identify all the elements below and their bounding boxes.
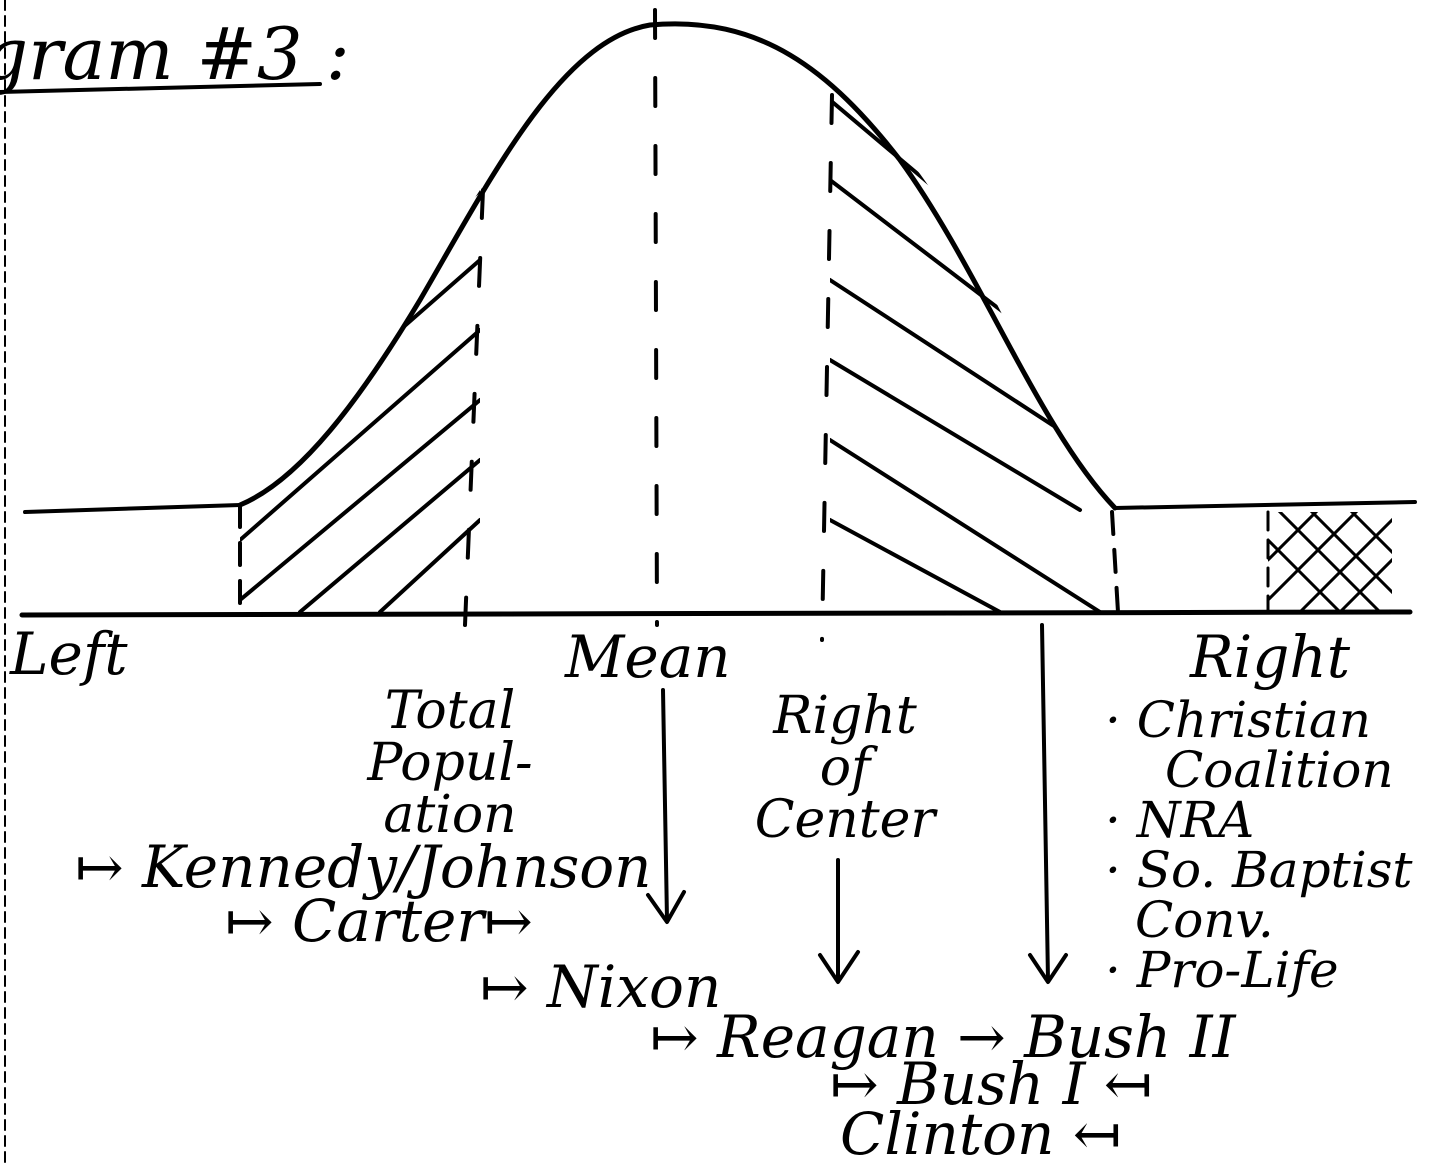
right-groups-list: · Christian Coalition · NRA · So. Baptis… — [1105, 695, 1412, 995]
right-of-center-label: Right of Center — [725, 690, 965, 846]
president-carter: ↦ Carter↦ — [225, 887, 533, 955]
right-crosshatch — [1268, 512, 1392, 612]
president-reagan-bush2: ↦ Reagan → Bush II — [650, 1003, 1236, 1071]
right-of-center-line-3: Center — [754, 790, 936, 850]
right-boundary-line — [1110, 510, 1120, 614]
president-bush1: ↦ Bush I ↤ — [830, 1050, 1153, 1118]
axis-label-right: Right — [1190, 623, 1351, 691]
strip-top-line-right — [1113, 500, 1417, 510]
far-right-arrow — [1028, 623, 1068, 984]
right-center-arrow — [818, 858, 860, 984]
axis-baseline — [19, 609, 1413, 618]
left-hatching — [240, 190, 480, 612]
mean-line — [653, 8, 659, 627]
president-clinton: Clinton ↤ — [840, 1100, 1122, 1168]
diagram-title: gram #3 : — [0, 12, 350, 96]
president-kennedy-johnson: ↦ Kennedy/Johnson — [75, 833, 652, 901]
right-group-item: · Christian — [1105, 691, 1371, 749]
title-underline — [0, 82, 322, 94]
total-population-label: Total Popul- ation — [340, 685, 560, 841]
right-group-item: Conv. — [1135, 891, 1274, 949]
right-group-item: · NRA — [1105, 791, 1255, 849]
right-of-center-line-1: Right — [773, 686, 917, 746]
right-of-center-line-2: of — [819, 738, 871, 798]
right-group-item: Coalition — [1165, 741, 1394, 799]
right-section-line — [820, 93, 834, 642]
axis-label-left: Left — [10, 620, 128, 688]
right-group-item: · Pro-Life — [1105, 941, 1339, 999]
axis-label-mean: Mean — [565, 623, 731, 691]
total-population-line-1: Total — [384, 681, 516, 741]
mean-arrow — [646, 688, 686, 924]
total-population-line-3: ation — [383, 785, 517, 845]
right-hatching — [830, 98, 1102, 612]
bell-curve — [237, 21, 1118, 511]
strip-top-line — [23, 503, 242, 514]
president-nixon: ↦ Nixon — [480, 953, 722, 1021]
total-population-line-2: Popul- — [367, 733, 533, 793]
right-group-item: · So. Baptist — [1105, 841, 1413, 899]
